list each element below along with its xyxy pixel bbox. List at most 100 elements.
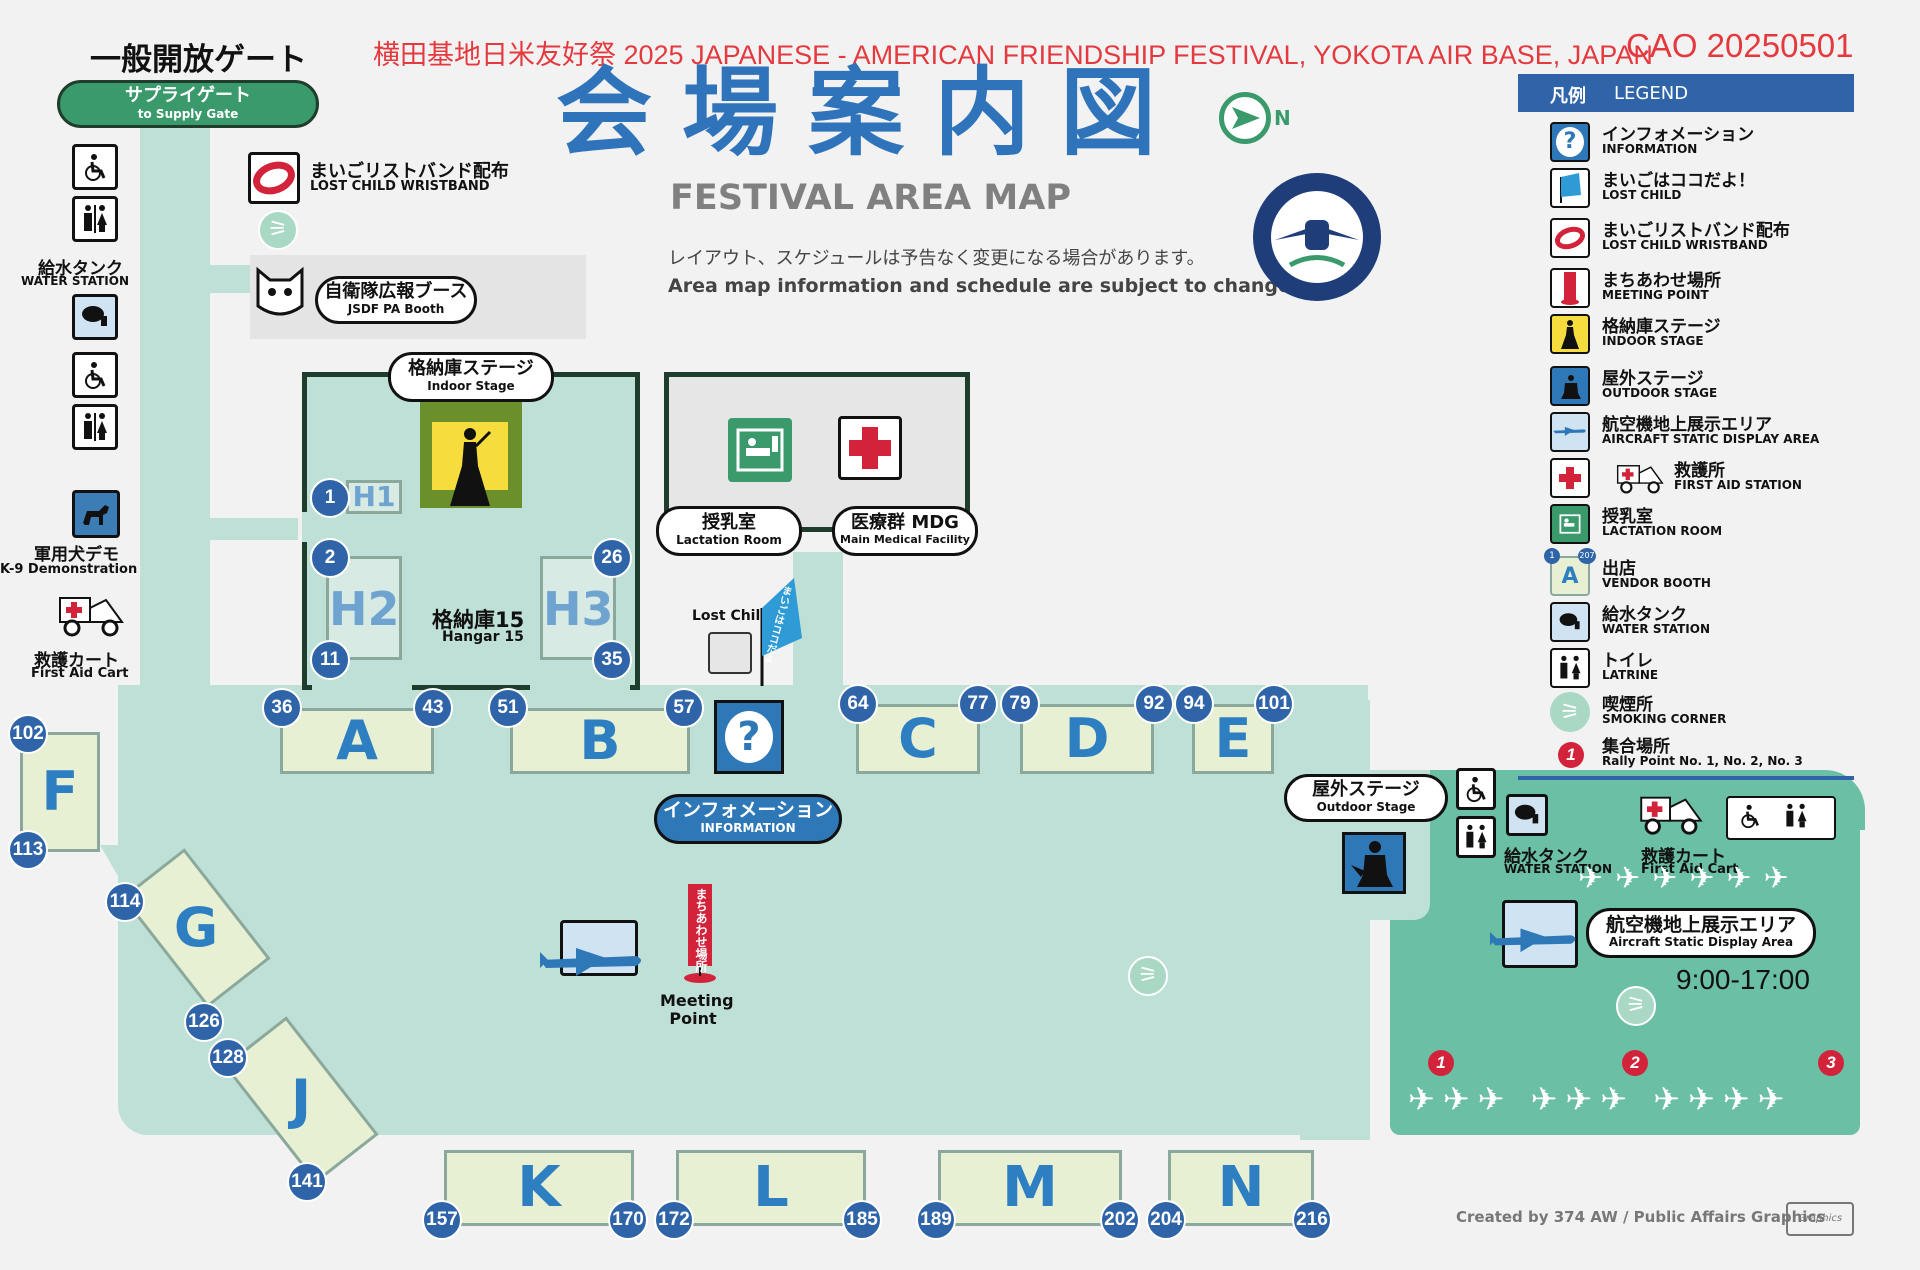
water-tank-icon-2: [1506, 794, 1548, 836]
booth-n-start: 204: [1146, 1200, 1186, 1240]
lactation-label-jp: 授乳室: [702, 512, 756, 533]
k9-label-en: K-9 Demonstration: [0, 562, 138, 577]
outdoor-stage-pill[interactable]: 屋外ステージ Outdoor Stage: [1284, 774, 1448, 822]
indoor-stage-icon: [420, 402, 522, 508]
jet-icon-row-top: ✈✈✈✈✈✈: [1578, 861, 1801, 896]
legend-water-icon: [1550, 602, 1590, 642]
booth-c-label: C: [898, 707, 938, 770]
jsdf-booth-pill[interactable]: 自衛隊広報ブース JSDF PA Booth: [315, 276, 477, 324]
booth-l[interactable]: L: [676, 1150, 866, 1226]
legend-rally-icon: 1: [1558, 742, 1584, 768]
legend-indoor-stage-jp: 格納庫ステージ: [1602, 317, 1721, 337]
information-label-jp: インフォメーション: [662, 799, 834, 821]
legend-indoor-stage-icon: [1550, 314, 1590, 354]
walkway-spur-lower: [210, 518, 298, 540]
legend-title-jp: 凡例: [1550, 86, 1586, 107]
legend-vendor-jp: 出店: [1602, 559, 1636, 579]
wheelchair-icon-4: [1734, 798, 1766, 834]
north-arrow-icon: [1219, 92, 1271, 144]
booth-l-start: 172: [654, 1200, 694, 1240]
water-tank-icon: [72, 294, 118, 340]
booth-m-start: 189: [916, 1200, 956, 1240]
first-aid-cart-icon-2: [1636, 790, 1706, 838]
legend-first-aid-en: FIRST AID STATION: [1674, 478, 1802, 492]
outdoor-stage-en: Outdoor Stage: [1316, 800, 1416, 814]
legend-smoking-jp: 喫煙所: [1602, 695, 1653, 715]
medical-building: [664, 372, 970, 532]
booth-a[interactable]: A: [280, 708, 434, 774]
supply-gate-jp: サプライゲート: [125, 85, 251, 106]
legend-vendor-sample: A: [1561, 563, 1579, 589]
hangar-bay-h1[interactable]: H1: [346, 480, 402, 514]
legend-latrine-icon: [1550, 648, 1590, 688]
booth-m-label: M: [1002, 1155, 1058, 1220]
booth-j-start: 128: [208, 1038, 248, 1078]
booth-c-end: 77: [958, 684, 998, 724]
hangar-15-roof-right: [548, 372, 640, 377]
facility-strip: [1726, 796, 1836, 840]
legend-header: 凡例 LEGEND: [1518, 74, 1854, 112]
mdg-label-jp: 医療群 MDG: [851, 512, 959, 533]
information-icon[interactable]: ?: [714, 700, 784, 774]
booth-c[interactable]: C: [856, 704, 980, 774]
smoking-icon-plaza: ⚞: [1128, 956, 1168, 996]
water-station-label-en: WATER STATION: [21, 274, 129, 288]
north-label: N: [1274, 106, 1291, 130]
booth-b[interactable]: B: [510, 708, 690, 774]
first-aid-cart-label-en: First Aid Cart: [31, 666, 129, 681]
wristband-label-en: LOST CHILD WRISTBAND: [310, 179, 490, 194]
hangar-bay-h3-end: 35: [592, 640, 632, 680]
legend-wristband-icon: [1550, 218, 1590, 258]
hangar-bay-h2-start: 2: [310, 538, 350, 578]
hangar-bay-h1-label: H1: [352, 480, 396, 513]
information-pill[interactable]: インフォメーション INFORMATION: [654, 794, 842, 844]
aircraft-area-pill[interactable]: 航空機地上展示エリア Aircraft Static Display Area: [1586, 908, 1816, 958]
mdg-label-en: Main Medical Facility: [840, 533, 970, 546]
legend-rally-jp: 集合場所: [1602, 737, 1670, 757]
legend-bottom-rule: [1518, 776, 1854, 780]
booth-d-start: 79: [1000, 684, 1040, 724]
aircraft-area-en: Aircraft Static Display Area: [1608, 935, 1794, 949]
booth-g-start: 114: [105, 882, 145, 922]
legend-aircraft-icon: [1550, 412, 1590, 452]
smoking-icon: ⚞: [258, 210, 298, 250]
mdg-pill[interactable]: 医療群 MDG Main Medical Facility: [832, 506, 978, 556]
latrine-icon: [72, 196, 118, 242]
booth-g-end: 126: [184, 1002, 224, 1042]
lactation-room-pill[interactable]: 授乳室 Lactation Room: [656, 506, 802, 556]
indoor-stage-pill[interactable]: 格納庫ステージ Indoor Stage: [388, 352, 554, 402]
meeting-banner-text: まちあわせ場所: [694, 888, 708, 972]
legend-first-aid-jp: 救護所: [1674, 461, 1725, 481]
booth-k[interactable]: K: [444, 1150, 634, 1226]
aircraft-display-icon: [536, 920, 648, 990]
legend-meeting-point-jp: まちあわせ場所: [1602, 271, 1721, 291]
supply-gate-badge[interactable]: サプライゲート to Supply Gate: [57, 80, 319, 128]
title-en: FESTIVAL AREA MAP: [670, 178, 1071, 218]
hangar-bottom-gap-right: [530, 682, 630, 692]
legend-aircraft-en: AIRCRAFT STATIC DISPLAY AREA: [1602, 432, 1820, 446]
legend-title-en: LEGEND: [1614, 83, 1689, 104]
booth-m[interactable]: M: [938, 1150, 1122, 1226]
booth-k-start: 157: [422, 1200, 462, 1240]
booth-l-label: L: [753, 1155, 789, 1220]
rally-point-2: 2: [1622, 1050, 1648, 1076]
legend-water-jp: 給水タンク: [1602, 605, 1687, 625]
rally-point-3: 3: [1818, 1050, 1844, 1076]
legend-smoking-icon: ⚞: [1550, 692, 1590, 732]
k9-dog-icon: [72, 490, 120, 538]
booth-l-end: 185: [842, 1200, 882, 1240]
graphics-logo: Graphics: [1786, 1202, 1854, 1236]
hangar-bay-h3[interactable]: H3: [540, 556, 616, 660]
legend-vendor-range-start: 1: [1544, 548, 1560, 564]
booth-n[interactable]: N: [1168, 1150, 1314, 1226]
booth-d[interactable]: D: [1020, 704, 1154, 774]
booth-b-label: B: [579, 709, 621, 772]
booth-f-start: 102: [8, 714, 48, 754]
latrine-icon-2: [72, 404, 118, 450]
water2-label-en: WATER STATION: [1504, 862, 1612, 876]
first-aid-cart-icon: [56, 590, 126, 640]
aircraft-hours: 9:00-17:00: [1676, 964, 1810, 995]
cart2-label-en: First Aid Cart: [1641, 862, 1739, 877]
jsdf-mascot-icon: [250, 262, 310, 324]
legend-meeting-point-icon: [1550, 268, 1590, 308]
